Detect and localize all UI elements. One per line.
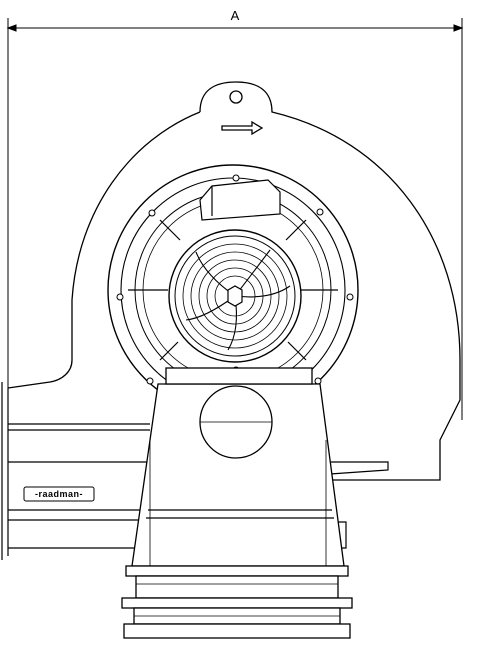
dimension-arrow-left (6, 24, 17, 32)
volute-outline (199, 81, 461, 481)
fan-cover-grid-5 (214, 275, 256, 317)
strut-top-right (285, 219, 307, 241)
bolt (146, 377, 154, 385)
strut-bottom-right (287, 341, 307, 361)
fan-cover-rim (174, 235, 296, 357)
base-flange-top (125, 565, 349, 577)
strut-top-left (159, 219, 181, 241)
housing-rail-right (329, 461, 389, 475)
strut-bottom-left (159, 341, 179, 361)
fan-cover-grid-1 (182, 243, 288, 349)
bolt (116, 293, 124, 301)
bolt (148, 209, 156, 217)
nameplate: -raadman- (23, 486, 95, 502)
volute-housing (7, 81, 461, 481)
rotation-arrow-icon (221, 120, 264, 136)
fan-cover-grid-2 (190, 251, 280, 341)
dimension-a (6, 18, 464, 420)
terminal-box (199, 179, 281, 221)
volute-outline-left (7, 111, 201, 389)
bolt (232, 174, 240, 182)
motor-mount-plate (165, 367, 313, 385)
motor-fan-cover (168, 229, 302, 363)
base-flange-mid (121, 597, 353, 609)
bolt (346, 293, 354, 301)
dimension-label: A (231, 8, 240, 23)
nameplate-text: -raadman- (35, 489, 83, 499)
dimension-arrow-right (453, 24, 464, 32)
pedestal (131, 367, 345, 567)
outlet-duct (1, 382, 389, 560)
base-flange-bottom (123, 623, 351, 639)
base-frame (121, 565, 353, 639)
bolt (314, 377, 322, 385)
base-frame-body (135, 575, 339, 599)
lifting-lug-hole (229, 90, 243, 104)
shaft-hub (227, 285, 243, 307)
bolt (316, 208, 324, 216)
nameplate-frame (23, 486, 95, 502)
